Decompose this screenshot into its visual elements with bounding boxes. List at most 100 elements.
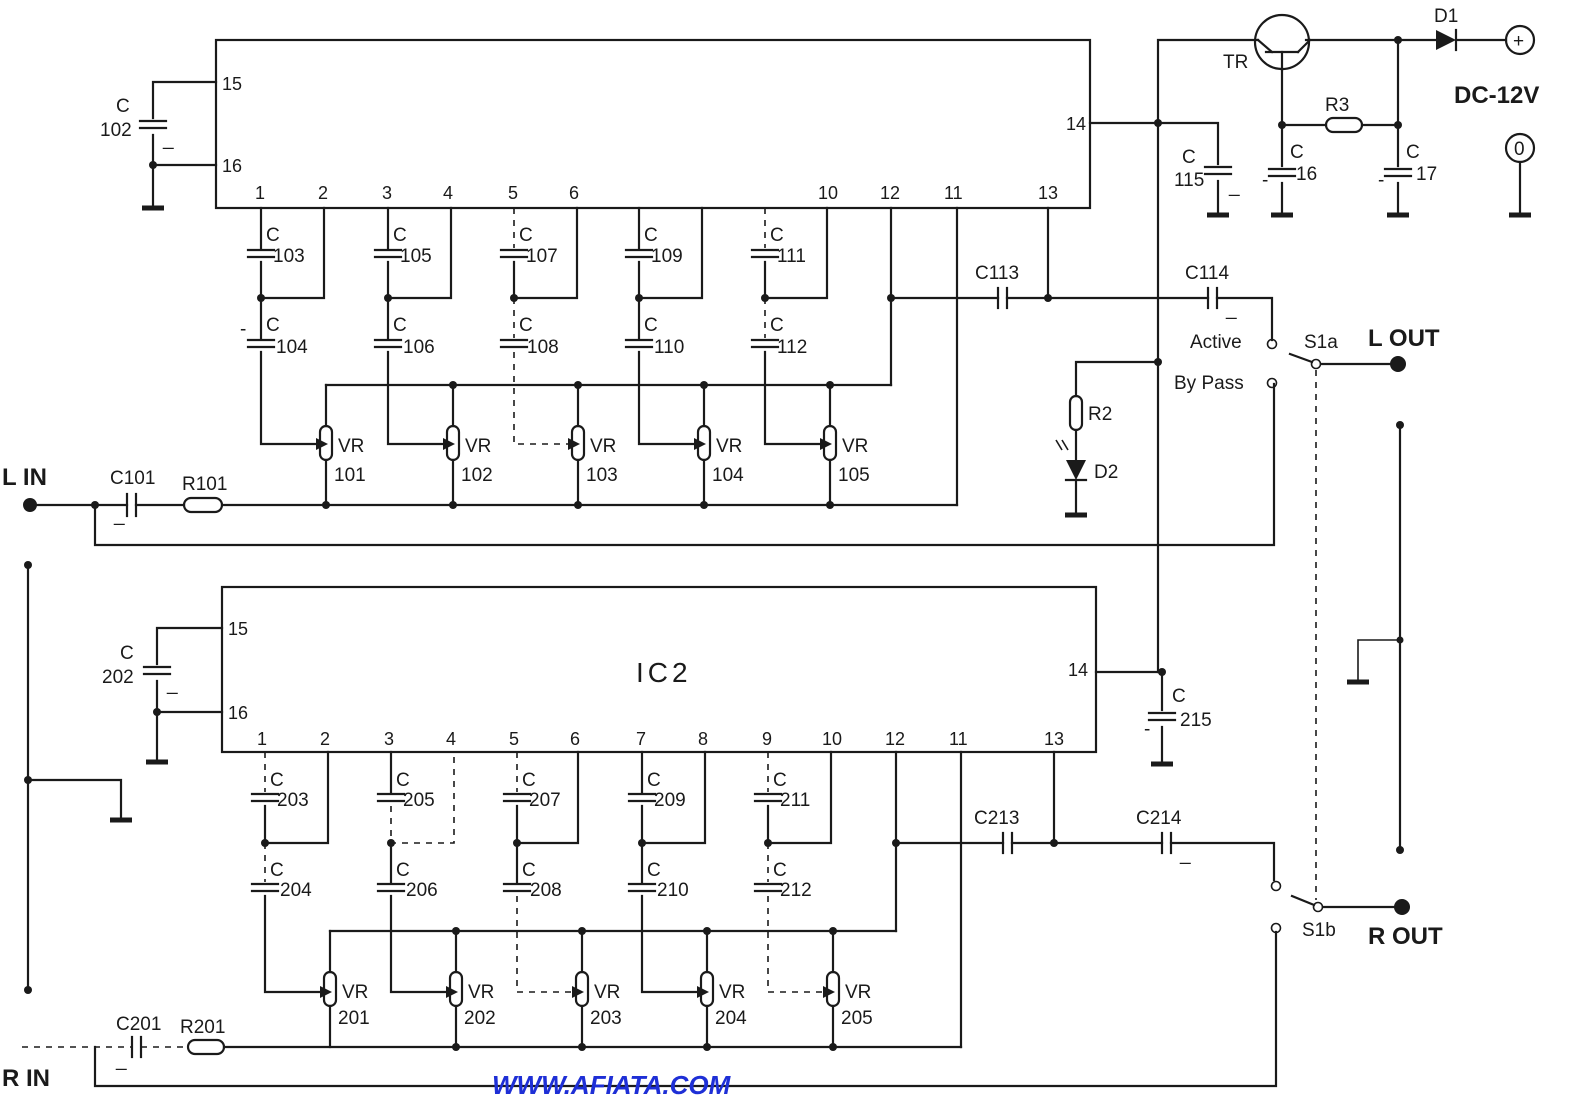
r-out-label: R OUT [1368,923,1443,950]
svg-text:C: C [1290,142,1304,163]
r201-label: R201 [180,1017,225,1038]
ic1-band-network [246,206,832,450]
c215-value: 215 [1180,710,1212,731]
c211-value: 211 [780,790,810,811]
c214-label: C214 [1136,808,1182,829]
svg-text:VR: VR [590,436,616,457]
svg-text:VR: VR [465,436,491,457]
svg-text:C: C [647,770,661,791]
ic2-pin-7: 7 [636,729,646,749]
svg-text:_: _ [113,505,125,526]
c108-value: 108 [527,337,559,358]
svg-text:203: 203 [590,1008,622,1029]
svg-text:103: 103 [586,465,618,486]
capacitor-c215: C 215 - [1094,668,1212,764]
s1a-common[interactable] [1310,358,1322,370]
svg-text:_: _ [166,674,178,695]
ic1-pin-10: 10 [818,183,838,203]
r-out-terminal[interactable] [1394,899,1410,915]
svg-text:204: 204 [715,1008,747,1029]
ic2-pin-3: 3 [384,729,394,749]
led-d2 [1066,460,1086,480]
r-in-label: R IN [2,1065,50,1092]
s1b-common[interactable] [1312,901,1324,913]
ic2-pin-15: 15 [228,619,248,639]
r3-label: R3 [1325,95,1349,116]
ground-rails [24,421,1404,994]
c208-value: 208 [530,880,562,901]
c105-prefix: C [393,225,407,246]
l-in-label: L IN [2,464,47,491]
d2-label: D2 [1094,462,1118,483]
svg-text:C: C [1182,147,1196,168]
c112-value: 112 [777,337,807,358]
ic2-potentiometers: VR 201 VR 202 VR 203 VR 204 VR 205 [322,750,898,1049]
svg-text:C: C [522,770,536,791]
svg-text:_: _ [1225,299,1237,320]
ic1-pin-15: 15 [222,74,242,94]
r2 [1068,394,1084,432]
c201-label: C201 [116,1014,161,1035]
l-out-terminal[interactable] [1390,356,1406,372]
ic1-pin-6: 6 [569,183,579,203]
svg-text:C: C [773,860,787,881]
c110-prefix: C [644,315,658,336]
svg-text:VR: VR [468,982,494,1003]
ic2-band-network [250,750,835,998]
svg-text:-: - [1262,170,1268,191]
c213-label: C213 [974,808,1019,829]
c109-prefix: C [644,225,658,246]
capacitor-c102: C 102 _ [100,80,218,208]
c202-value: 202 [102,667,134,688]
svg-text:C: C [270,770,284,791]
s1b-bypass-contact[interactable] [1270,922,1282,934]
ic1: 15 16 14 1 2 3 4 5 6 10 12 11 13 [214,38,1092,210]
c102-prefix: C [116,96,130,117]
svg-text:VR: VR [842,436,868,457]
dc-plus-terminal[interactable] [1504,24,1536,56]
ic1-pin-5: 5 [508,183,518,203]
c212-value: 212 [780,880,812,901]
ic2-pin-14: 14 [1068,660,1088,680]
c114-label: C114 [1185,263,1229,284]
s1a-active-contact[interactable] [1266,338,1278,350]
svg-text:C: C [396,860,410,881]
svg-text:C: C [120,643,134,664]
ic1-pin-2: 2 [318,183,328,203]
ic2-pin-2: 2 [320,729,330,749]
svg-text:VR: VR [594,982,620,1003]
c104-prefix: C [266,315,280,336]
svg-text:_: _ [1179,844,1191,865]
svg-text:101: 101 [334,465,366,486]
svg-text:102: 102 [461,465,493,486]
dc-12v-label: DC-12V [1454,82,1539,109]
left-input-path: L IN C101 _ R101 [2,206,1276,547]
c105-value: 105 [400,246,432,267]
ic2-cap-labels: C 203 C 204 C 205 C 206 C 207 C 208 C 20… [270,770,812,901]
s1b-active-contact[interactable] [1270,880,1282,892]
c109-value: 109 [651,246,683,267]
ic2-pin-9: 9 [762,729,772,749]
r3 [1324,116,1364,134]
s1a-bypass-contact[interactable] [1266,377,1278,389]
svg-text:C: C [522,860,536,881]
c111-prefix: C [770,225,784,246]
svg-text:C: C [647,860,661,881]
right-output-path: C213 C214 _ S1b R OUT [892,750,1443,950]
d1-label: D1 [1434,6,1458,27]
ic1-pin-3: 3 [382,183,392,203]
tr-label: TR [1223,52,1248,73]
ic1-pin-11: 11 [944,183,963,203]
c102-value: 102 [100,120,132,141]
svg-text:-: - [240,319,246,340]
diode-d1 [1436,30,1456,50]
ic2-pin-1: 1 [257,729,267,749]
ic2-pin-5: 5 [509,729,519,749]
capacitor-c202: C 202 _ [102,626,224,762]
r101 [182,496,224,514]
c106-prefix: C [393,315,407,336]
ic2-pin-16: 16 [228,703,248,723]
svg-text:C: C [270,860,284,881]
c112-prefix: C [770,315,784,336]
ic1-pin-16: 16 [222,156,242,176]
